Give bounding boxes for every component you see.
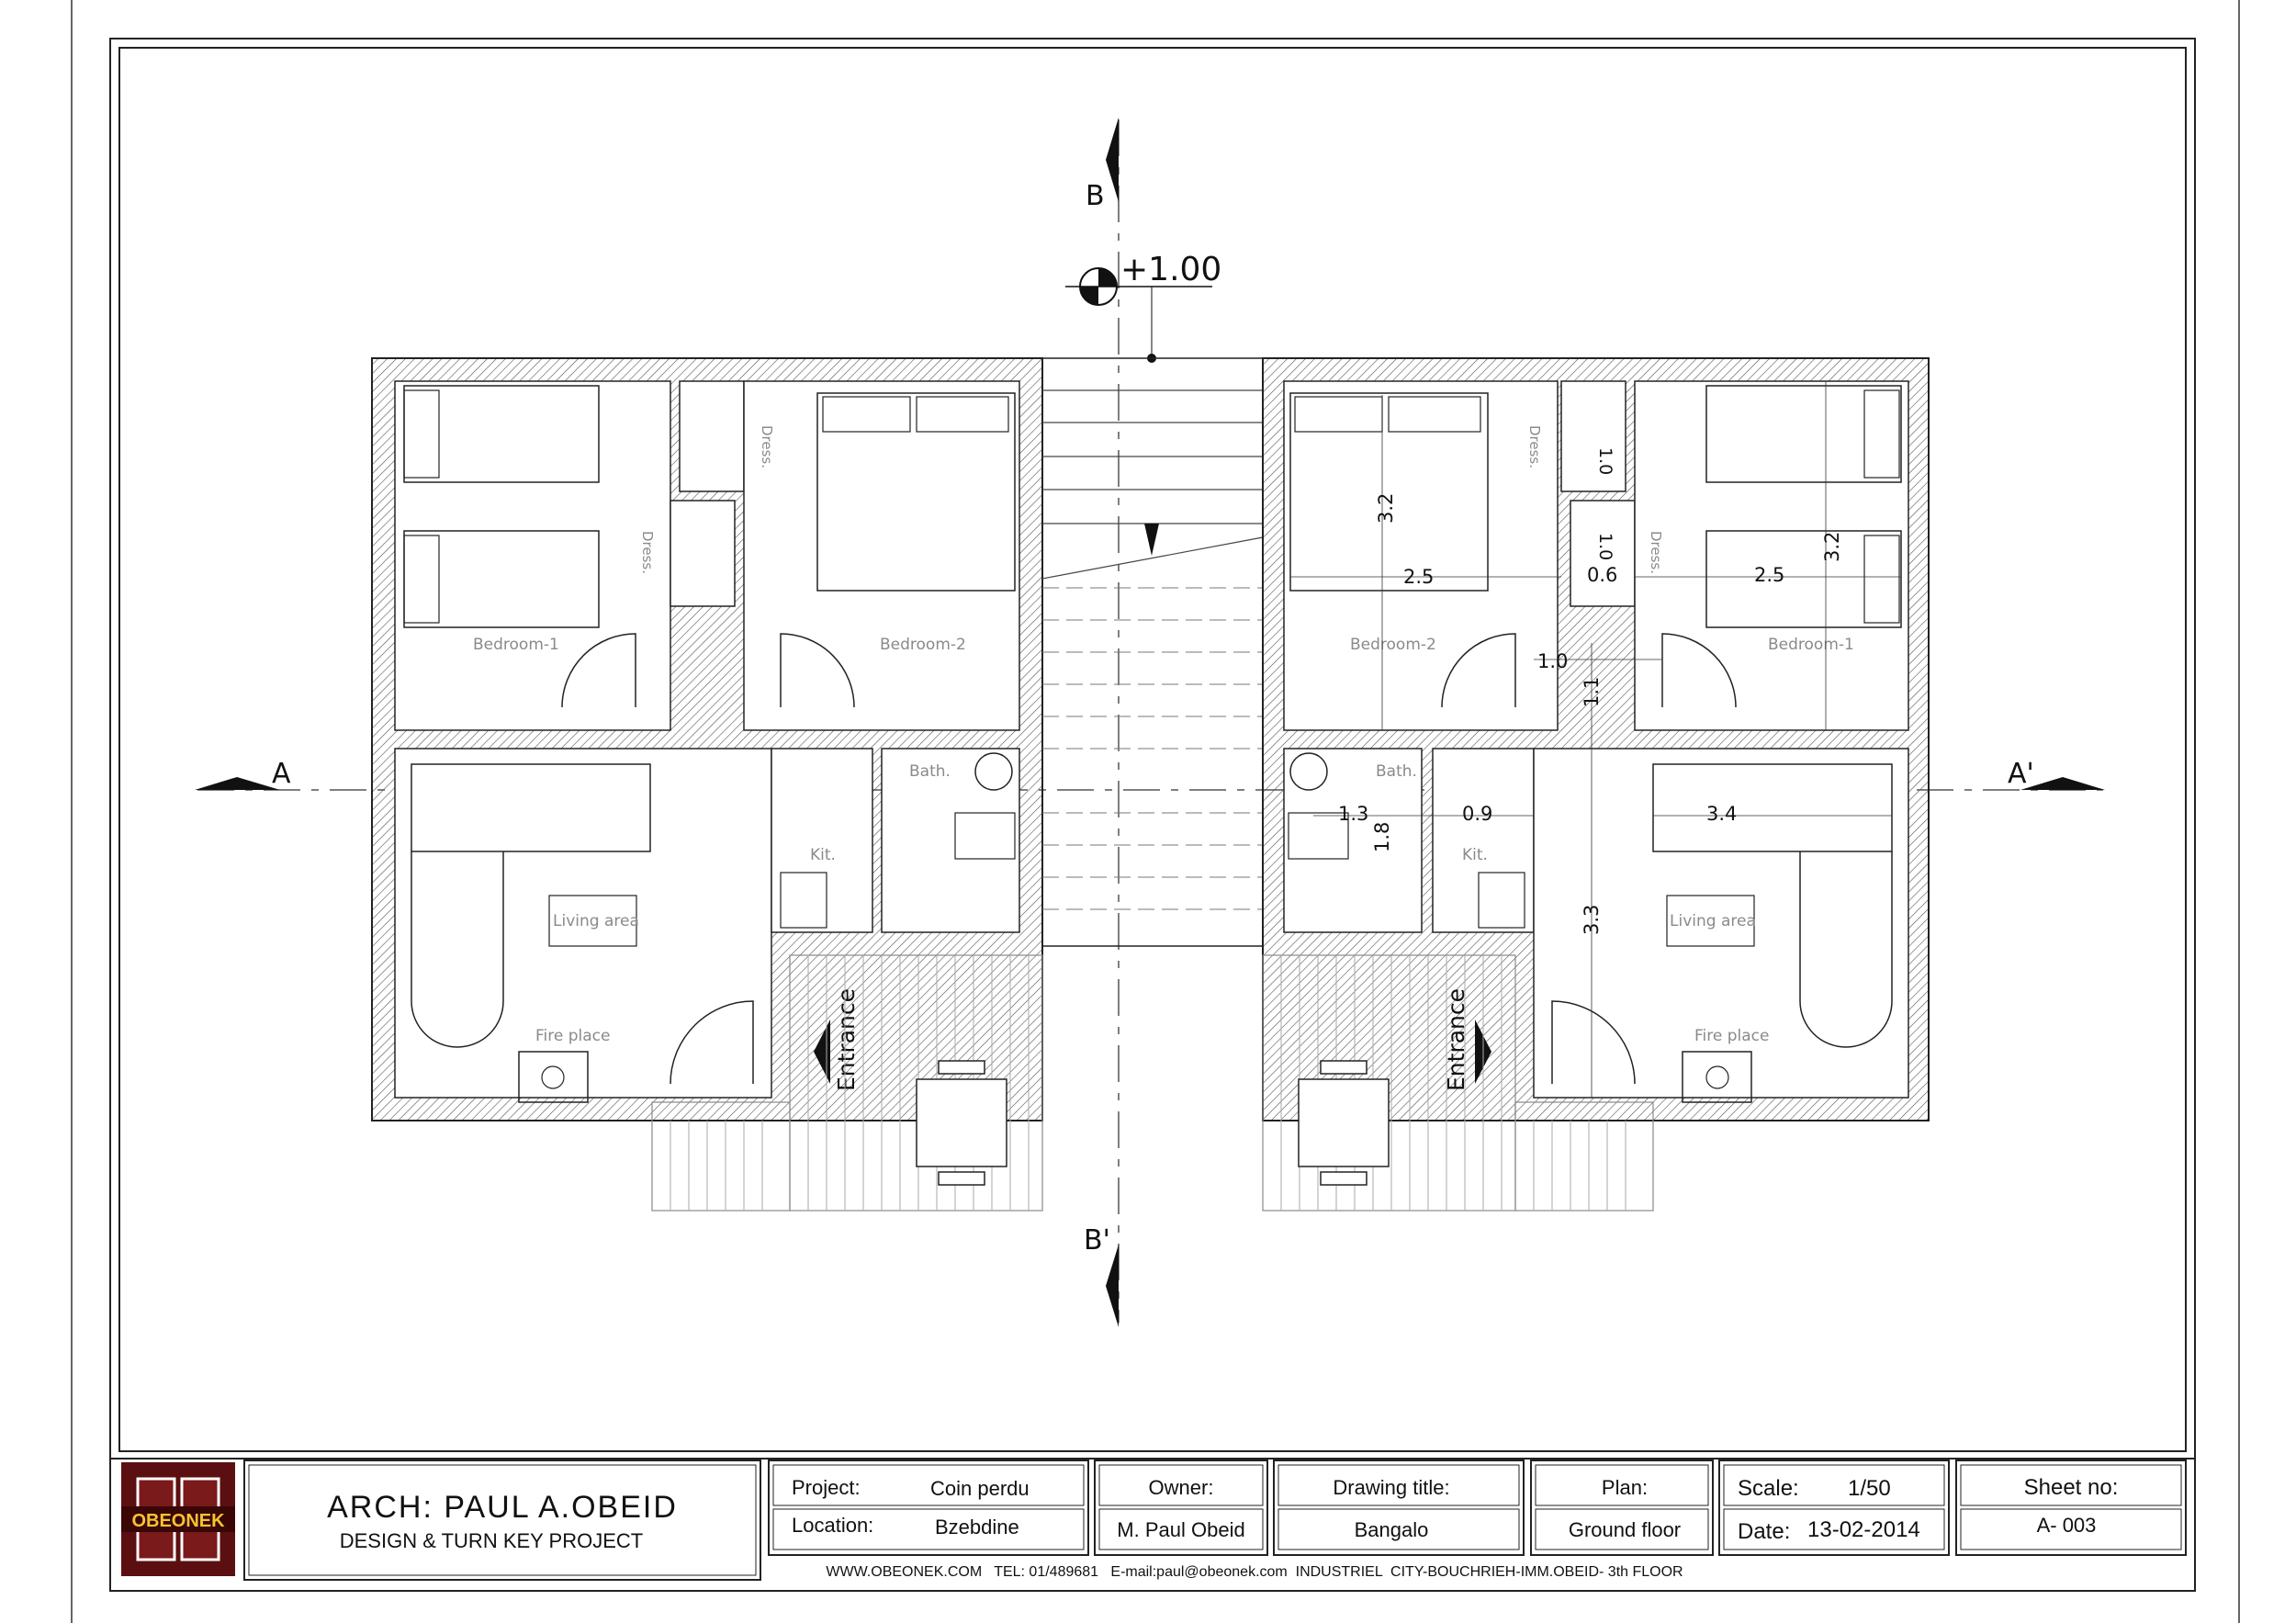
label-kitchen-right: Kit. bbox=[1462, 846, 1488, 864]
level-marker-value: +1.00 bbox=[1120, 251, 1221, 288]
label-dress-left: Dress. bbox=[759, 425, 775, 468]
label-entrance-left: Entrance bbox=[833, 988, 860, 1091]
dim-d14: 3.3 bbox=[1581, 905, 1603, 935]
room-kitchen-left bbox=[771, 748, 873, 933]
label-dress-right-2: Dress. bbox=[1648, 531, 1664, 574]
project-value: Coin perdu bbox=[930, 1477, 1030, 1500]
dim-d10: 1.3 bbox=[1338, 803, 1368, 825]
logo-text: OBEONEK bbox=[131, 1511, 225, 1531]
label-bedroom-1-left: Bedroom-1 bbox=[473, 636, 559, 654]
label-bedroom-2-right: Bedroom-2 bbox=[1350, 636, 1436, 654]
dim-d11: 0.9 bbox=[1462, 803, 1492, 825]
room-dress-left-2 bbox=[670, 500, 736, 607]
dim-d9: 1.1 bbox=[1581, 677, 1603, 707]
dim-d6: 2.5 bbox=[1754, 564, 1784, 586]
dim-d1: 3.2 bbox=[1375, 493, 1397, 524]
company-logo: OBEONEK bbox=[121, 1462, 235, 1576]
section-label-b-bottom: B' bbox=[1084, 1224, 1110, 1257]
section-arrow-a-right bbox=[2020, 777, 2105, 790]
sheet-value: A- 003 bbox=[2037, 1514, 2097, 1537]
location-label: Location: bbox=[792, 1514, 873, 1537]
date-label: Date: bbox=[1738, 1519, 1790, 1544]
house-right: Bedroom-2 Bedroom-1 Dress. Dress. Bath. … bbox=[1262, 357, 1930, 1121]
label-fireplace-right: Fire place bbox=[1694, 1027, 1769, 1045]
inner-border bbox=[118, 47, 2187, 1452]
label-bath-left: Bath. bbox=[909, 762, 951, 781]
location-value: Bzebdine bbox=[935, 1516, 1019, 1538]
dim-d7: 3.2 bbox=[1821, 532, 1843, 562]
dim-d13: 3.4 bbox=[1706, 803, 1737, 825]
section-label-a-right: A' bbox=[2008, 758, 2034, 790]
architect-tagline: DESIGN & TURN KEY PROJECT bbox=[340, 1529, 643, 1552]
section-arrow-b-bottom bbox=[1106, 1245, 1119, 1327]
dim-d2: 2.5 bbox=[1403, 566, 1434, 588]
drawing-title-value: Bangalo bbox=[1355, 1518, 1429, 1541]
plan-value: Ground floor bbox=[1569, 1518, 1681, 1541]
room-dress-left bbox=[679, 380, 745, 492]
label-bedroom-1-right: Bedroom-1 bbox=[1768, 636, 1854, 654]
section-label-b-top: B bbox=[1086, 180, 1105, 212]
drawing-title-label: Drawing title: bbox=[1333, 1476, 1449, 1499]
house-left: Bedroom-1 Bedroom-2 Dress. Dress. Bath. … bbox=[371, 357, 1043, 1121]
sheet-label: Sheet no: bbox=[2024, 1475, 2119, 1500]
dim-d12: 1.8 bbox=[1371, 822, 1393, 852]
label-living-left: Living area bbox=[553, 912, 639, 930]
room-dress-right-2 bbox=[1570, 500, 1636, 607]
stairs bbox=[1041, 357, 1264, 947]
owner-label: Owner: bbox=[1149, 1476, 1214, 1499]
label-fireplace-left: Fire place bbox=[535, 1027, 610, 1045]
dim-d3: 1.0 bbox=[1595, 447, 1615, 475]
label-bedroom-2-left: Bedroom-2 bbox=[880, 636, 966, 654]
level-marker: +1.00 bbox=[1065, 251, 1221, 363]
dim-d8: 1.0 bbox=[1537, 650, 1568, 672]
label-bath-right: Bath. bbox=[1376, 762, 1417, 781]
room-bath-right bbox=[1283, 748, 1423, 933]
section-label-a-left: A bbox=[272, 758, 291, 790]
project-label: Project: bbox=[792, 1476, 861, 1499]
deck-right bbox=[1262, 954, 1654, 1212]
room-dress-right bbox=[1560, 380, 1626, 492]
room-living-left bbox=[394, 748, 772, 1099]
date-value: 13-02-2014 bbox=[1807, 1517, 1920, 1542]
scale-value: 1/50 bbox=[1848, 1476, 1891, 1501]
label-living-right: Living area bbox=[1670, 912, 1756, 930]
floor-plan: B B' A A' +1.00 bbox=[195, 118, 2105, 1327]
section-arrow-a-left bbox=[195, 777, 280, 790]
dim-d5: 0.6 bbox=[1587, 564, 1617, 586]
title-block: OBEONEK ARCH: PAUL A.OBEID DESIGN & TURN… bbox=[110, 1458, 2195, 1581]
architect-name: ARCH: PAUL A.OBEID bbox=[327, 1490, 678, 1525]
deck-left bbox=[651, 954, 1043, 1212]
section-arrow-b-top bbox=[1106, 118, 1119, 202]
plan-label: Plan: bbox=[1602, 1476, 1648, 1499]
owner-value: M. Paul Obeid bbox=[1117, 1518, 1244, 1541]
room-living-right bbox=[1533, 748, 1909, 1099]
label-dress-left-2: Dress. bbox=[639, 531, 656, 574]
contact-line: WWW.OBEONEK.COM TEL: 01/489681 E-mail:pa… bbox=[826, 1564, 1683, 1580]
room-bath-left bbox=[881, 748, 1020, 933]
dimensions: 3.2 2.5 1.0 1.0 0.6 2.5 3.2 1.0 1.1 1.3 … bbox=[1290, 381, 1901, 1098]
dim-d4: 1.0 bbox=[1595, 533, 1615, 560]
scale-label: Scale: bbox=[1738, 1476, 1799, 1501]
outer-border bbox=[109, 38, 2196, 1592]
label-kitchen-left: Kit. bbox=[810, 846, 836, 864]
label-dress-right: Dress. bbox=[1526, 425, 1543, 468]
room-kitchen-right bbox=[1432, 748, 1535, 933]
